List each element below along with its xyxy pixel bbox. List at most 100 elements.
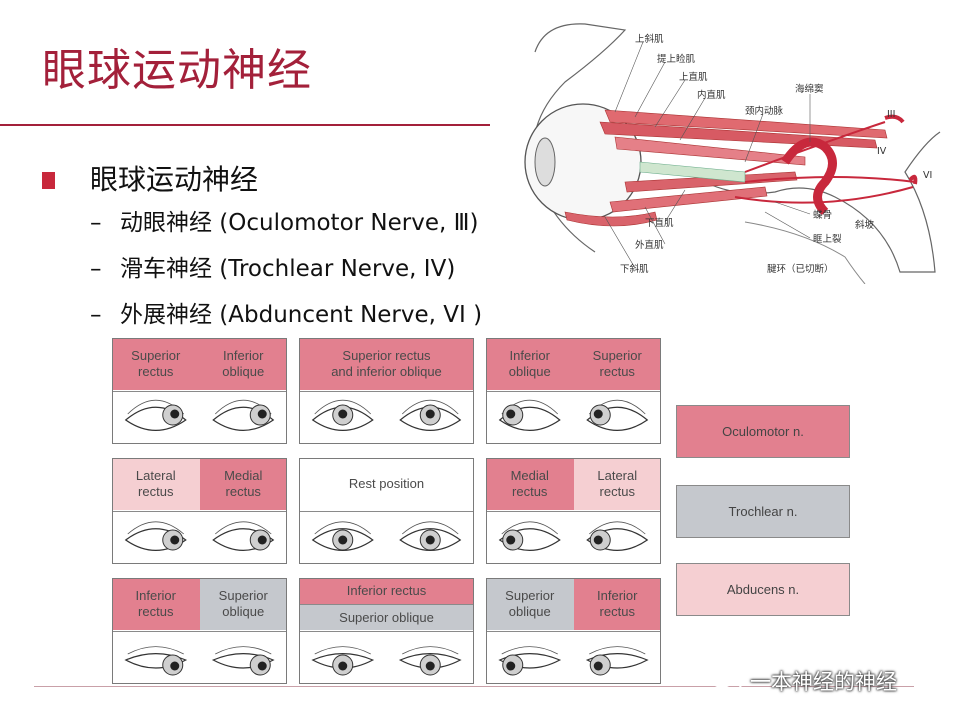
label-cavernous-sinus: 海绵窦	[795, 83, 824, 95]
legend-label: Trochlear n.	[728, 504, 798, 519]
muscle-label: Superior rectus	[573, 338, 661, 390]
eyes-svg	[311, 646, 462, 676]
muscle-label: Medial rectus	[199, 458, 287, 510]
label-levator: 提上睑肌	[657, 53, 696, 65]
muscle-label: Superior oblique	[299, 604, 474, 630]
legend-abducens: Abducens n.	[676, 563, 850, 616]
eye-illustration-box	[299, 391, 474, 444]
dash-icon: –	[90, 210, 102, 236]
right-eye-drawing	[498, 399, 561, 431]
right-eye-drawing	[311, 646, 375, 676]
muscle-label: Inferior rectus	[573, 578, 661, 630]
left-eye-drawing	[212, 521, 275, 551]
label-medial-rectus: 内直肌	[697, 89, 726, 101]
label-n6: VI	[923, 170, 932, 181]
sub-bullet-oculomotor: – 动眼神经 (Oculomotor Nerve, Ⅲ)	[42, 200, 482, 246]
eye-illustration-box	[299, 631, 474, 684]
right-eye-drawing	[498, 521, 561, 551]
bullet-main: 眼球运动神经	[42, 160, 482, 200]
right-eye-drawing	[124, 399, 187, 431]
label-inferior-oblique: 下斜肌	[620, 263, 649, 275]
watermark: 一本神经的神经	[710, 666, 897, 696]
left-eye-drawing	[399, 521, 462, 551]
eye-illustration-box	[486, 391, 661, 444]
eyes-svg	[498, 399, 649, 431]
label-clivus: 斜坡	[855, 219, 875, 231]
right-eye-drawing	[311, 521, 374, 551]
sub-bullet-abducens: – 外展神经 (Abduncent Nerve, VI )	[42, 292, 482, 338]
eyes-svg	[124, 521, 275, 551]
bullet-square-icon	[42, 172, 55, 189]
left-eye-drawing	[398, 646, 462, 676]
left-eye-drawing	[212, 399, 275, 431]
muscle-label: Lateral rectus	[112, 458, 200, 510]
left-eye-drawing	[211, 646, 275, 676]
label-n4: IV	[877, 146, 887, 157]
muscle-label: Lateral rectus	[573, 458, 661, 510]
eyes-svg	[124, 399, 275, 431]
footer-divider	[34, 686, 914, 687]
label-sup-orbital-fissure: 眶上裂	[813, 233, 842, 245]
eye-illustration-box	[486, 631, 661, 684]
label-inferior-rectus: 下直肌	[645, 217, 674, 229]
label-internal-carotid: 颈内动脉	[745, 105, 784, 117]
eye-illustration-box	[112, 391, 287, 444]
muscle-label: Superior oblique	[199, 578, 287, 630]
eyes-svg	[498, 646, 649, 676]
title-divider	[0, 124, 490, 126]
bullet-main-text: 眼球运动神经	[90, 163, 259, 196]
chat-bubbles-icon	[711, 670, 742, 692]
left-eye-drawing	[586, 399, 649, 431]
sub-bullet-trochlear: – 滑车神经 (Trochlear Nerve, IV)	[42, 246, 482, 292]
label-superior-rectus: 上直肌	[679, 71, 708, 83]
label-superior-oblique: 上斜肌	[635, 33, 664, 45]
sub-bullet-text: 外展神经 (Abduncent Nerve, VI )	[120, 302, 483, 328]
eyes-svg	[311, 521, 462, 551]
muscle-label: Inferior rectus	[299, 578, 474, 604]
eyes-svg	[311, 399, 462, 431]
right-eye-drawing	[498, 646, 562, 676]
muscle-label: Inferior rectus	[112, 578, 200, 630]
watermark-text: 一本神经的神经	[750, 670, 897, 694]
eye-illustration-box	[112, 631, 287, 684]
sub-bullet-text: 滑车神经 (Trochlear Nerve, IV)	[120, 256, 456, 282]
muscle-label: Rest position	[299, 458, 474, 510]
label-n3: III	[887, 109, 895, 120]
legend-label: Abducens n.	[726, 582, 800, 597]
eyes-svg	[498, 521, 649, 551]
slide-title: 眼球运动神经	[42, 45, 312, 96]
eye-illustration-box	[486, 511, 661, 564]
label-lateral-rectus: 外直肌	[635, 239, 664, 251]
label-sphenoid: 蝶骨	[813, 209, 832, 221]
muscle-label: Superior oblique	[486, 578, 574, 630]
legend-trochlear: Trochlear n.	[676, 485, 850, 538]
right-eye-drawing	[124, 521, 187, 551]
muscle-label: Superior rectus	[112, 338, 200, 390]
bullet-list: 眼球运动神经 – 动眼神经 (Oculomotor Nerve, Ⅲ) – 滑车…	[42, 160, 482, 338]
legend-label: Oculomotor n.	[722, 424, 804, 439]
muscle-label: Superior rectus and inferior oblique	[299, 338, 474, 390]
dash-icon: –	[90, 256, 102, 282]
orbit-anatomy-illustration: 上斜肌 提上睑肌 上直肌 内直肌 颈内动脉 海绵窦 III IV VI 下直肌 …	[524, 23, 941, 284]
eyes-svg	[124, 646, 275, 676]
sub-bullet-text: 动眼神经 (Oculomotor Nerve, Ⅲ)	[120, 210, 479, 236]
right-eye-drawing	[311, 399, 374, 431]
left-eye-drawing	[585, 646, 649, 676]
right-eye-drawing	[124, 646, 188, 676]
label-tendon-ring: 腱环（已切断）	[767, 263, 834, 275]
dash-icon: –	[90, 302, 102, 328]
muscle-label: Inferior oblique	[199, 338, 287, 390]
gaze-panel-rest: Rest position	[299, 458, 474, 564]
legend-oculomotor: Oculomotor n.	[676, 405, 850, 458]
muscle-label: Medial rectus	[486, 458, 574, 510]
eye-illustration-box	[112, 511, 287, 564]
left-eye-drawing	[586, 521, 649, 551]
muscle-label: Inferior oblique	[486, 338, 574, 390]
